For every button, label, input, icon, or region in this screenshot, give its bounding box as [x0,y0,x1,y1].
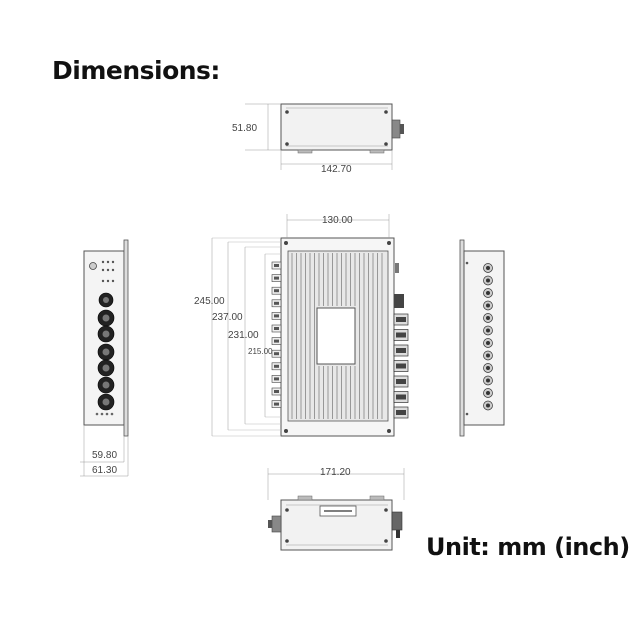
heatsink-fins [291,253,383,419]
front-right-port-pin [396,317,406,322]
front-left-port-pin [274,390,279,393]
dim-bottom-width: 171.20 [320,467,351,478]
dim-height-231: 231.00 [228,330,259,341]
front-left-connectors [271,261,282,408]
side-connector-pin [486,403,490,408]
right-side-connectors [483,263,493,411]
side-connector-pin [486,316,490,320]
dim-side-depth-inner: 59.80 [92,450,117,461]
dim-height-245: 245.00 [194,296,225,307]
front-right-connectors [393,313,409,419]
front-left-port-pin [274,402,279,406]
dim-top-height: 51.80 [232,123,257,134]
front-left-port-pin [274,364,279,368]
left-side-view: 59.80 61.30 [80,239,129,477]
side-connector-pin [486,353,490,358]
front-right-port-pin [396,363,406,369]
top-view: 51.80 142.70 [232,103,404,175]
side-connector-pin [486,303,490,308]
side-connector-pin [486,378,490,383]
front-left-port-pin [274,327,279,330]
side-connector-pin [486,328,490,333]
side-connector-pin [486,366,490,370]
dim-top-width: 142.70 [321,164,352,175]
side-connector-pin [486,278,490,283]
bottom-view: 171.20 [267,467,405,551]
front-left-port-pin [274,289,279,293]
front-left-port-pin [274,314,279,318]
front-left-port-pin [274,339,279,343]
side-connector-pin [486,341,490,345]
side-connector-pin [486,291,490,295]
right-side-view [459,239,505,437]
dim-height-237: 237.00 [212,312,243,323]
front-right-port-pin [396,348,406,353]
side-connector-pin [486,391,490,395]
front-left-port-pin [274,377,279,381]
front-right-port-pin [396,394,406,400]
dim-height-215: 215.00 [248,347,273,356]
front-view: 130.00 245.00 237.00 231.00 215.00 [194,214,409,437]
side-connector-pin [486,266,490,270]
front-left-port-pin [274,264,279,267]
front-left-port-pin [274,352,279,356]
dim-side-depth-outer: 61.30 [92,465,117,476]
front-right-port-pin [396,332,406,338]
front-right-port-pin [396,379,406,384]
unit-label: Unit: mm (inch) [426,533,630,561]
front-right-port-pin [396,410,406,415]
page-title: Dimensions: [52,56,220,85]
dim-front-width: 130.00 [322,215,353,226]
front-left-port-pin [274,276,279,280]
front-left-port-pin [274,301,279,305]
